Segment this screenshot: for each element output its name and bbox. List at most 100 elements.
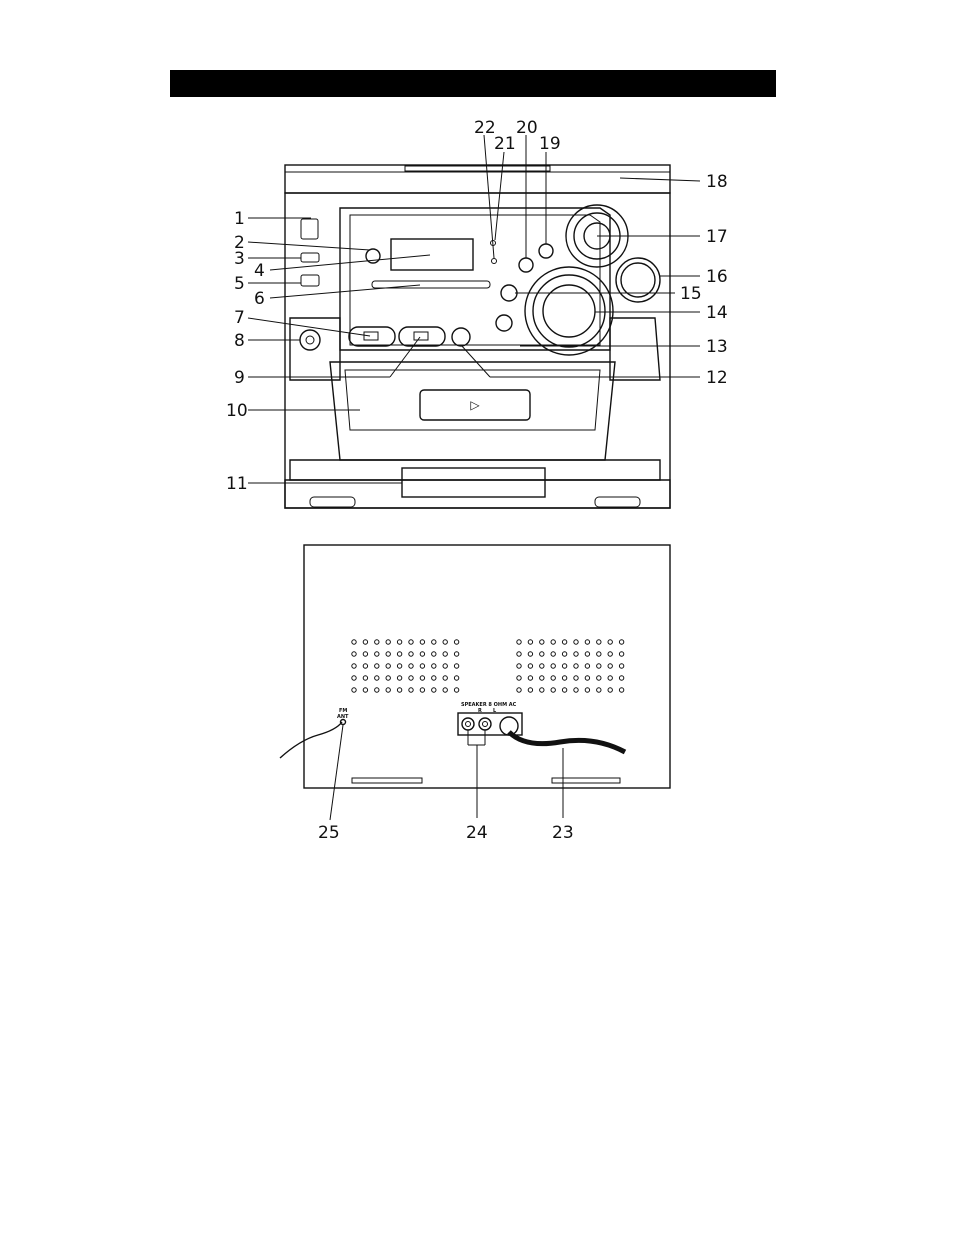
vent-hole bbox=[374, 639, 380, 645]
vent-hole bbox=[442, 651, 448, 657]
vent-hole bbox=[419, 651, 426, 657]
vent-hole bbox=[442, 687, 448, 693]
vent-hole bbox=[442, 675, 448, 681]
vent-hole bbox=[431, 687, 437, 693]
vent-hole bbox=[351, 663, 357, 669]
vent-hole bbox=[561, 663, 568, 669]
callout-4: 4 bbox=[254, 261, 265, 281]
vent-hole bbox=[431, 663, 437, 669]
fm-label: FM bbox=[339, 708, 347, 714]
vent-hole bbox=[396, 687, 403, 693]
vent-hole bbox=[539, 651, 545, 657]
ant-label: ANT bbox=[337, 714, 349, 720]
vent-hole bbox=[453, 639, 460, 645]
speaker-l-label: L bbox=[493, 708, 497, 714]
vent-hole bbox=[431, 639, 437, 645]
vent-hole bbox=[516, 687, 522, 693]
vent-hole bbox=[573, 651, 579, 657]
callout-14: 14 bbox=[706, 303, 728, 323]
vent-hole bbox=[351, 687, 357, 693]
vent-hole bbox=[550, 639, 556, 645]
rear-callout-numbers: 25 24 23 bbox=[318, 823, 574, 843]
vent-hole bbox=[618, 651, 625, 657]
callout-17: 17 bbox=[706, 227, 728, 247]
vent-hole bbox=[527, 663, 534, 669]
vent-hole bbox=[385, 639, 391, 645]
vent-hole bbox=[385, 675, 391, 681]
vent-hole bbox=[516, 639, 522, 645]
vent-hole bbox=[573, 663, 579, 669]
callout-8: 8 bbox=[234, 331, 245, 351]
vent-hole bbox=[419, 675, 426, 681]
vent-hole bbox=[561, 675, 568, 681]
vent-hole bbox=[550, 663, 556, 669]
callout-15: 15 bbox=[680, 284, 702, 304]
vent-hole bbox=[561, 651, 568, 657]
vent-hole bbox=[385, 663, 391, 669]
vent-hole bbox=[596, 687, 602, 693]
vent-hole bbox=[516, 651, 522, 657]
speaker-label: SPEAKER 8 OHM AC bbox=[461, 702, 517, 708]
vent-hole bbox=[453, 675, 460, 681]
vent-hole bbox=[408, 675, 414, 681]
vent-hole bbox=[396, 663, 403, 669]
left-vent-grid bbox=[351, 639, 460, 693]
vent-hole bbox=[607, 663, 613, 669]
vent-hole bbox=[527, 687, 534, 693]
fm-antenna: FM ANT bbox=[279, 708, 349, 759]
vent-hole bbox=[362, 687, 369, 693]
vent-hole bbox=[596, 651, 602, 657]
vent-hole bbox=[396, 639, 403, 645]
vent-hole bbox=[362, 639, 369, 645]
vent-hole bbox=[596, 675, 602, 681]
vent-hole bbox=[351, 651, 357, 657]
vent-hole bbox=[618, 687, 625, 693]
callout-3: 3 bbox=[234, 249, 245, 269]
vent-hole bbox=[419, 663, 426, 669]
vent-hole bbox=[618, 675, 625, 681]
vent-hole bbox=[527, 651, 534, 657]
vent-hole bbox=[618, 663, 625, 669]
vent-hole bbox=[453, 651, 460, 657]
vent-hole bbox=[539, 663, 545, 669]
callout-21: 21 bbox=[494, 134, 516, 154]
vent-hole bbox=[527, 639, 534, 645]
callout-25: 25 bbox=[318, 823, 340, 843]
vent-hole bbox=[573, 675, 579, 681]
vent-hole bbox=[351, 675, 357, 681]
vent-hole bbox=[607, 651, 613, 657]
callout-7: 7 bbox=[234, 308, 245, 328]
vent-hole bbox=[550, 675, 556, 681]
vent-hole bbox=[453, 687, 460, 693]
vent-hole bbox=[408, 687, 414, 693]
callout-2: 2 bbox=[234, 233, 245, 253]
vent-hole bbox=[453, 663, 460, 669]
speaker-ac-panel: SPEAKER 8 OHM AC R L bbox=[457, 702, 627, 755]
vent-hole bbox=[607, 675, 613, 681]
speaker-r-label: R bbox=[478, 708, 482, 714]
vent-hole bbox=[561, 639, 568, 645]
vent-hole bbox=[550, 651, 556, 657]
rear-leader-lines bbox=[329, 724, 564, 821]
callout-23: 23 bbox=[552, 823, 574, 843]
callout-11: 11 bbox=[226, 474, 248, 494]
vent-hole bbox=[596, 663, 602, 669]
vent-hole bbox=[408, 663, 414, 669]
vent-hole bbox=[550, 687, 556, 693]
vent-hole bbox=[573, 639, 579, 645]
speaker-jack-l bbox=[478, 717, 492, 731]
callout-9: 9 bbox=[234, 368, 245, 388]
vent-hole bbox=[408, 651, 414, 657]
vent-hole bbox=[419, 687, 426, 693]
vent-hole bbox=[431, 651, 437, 657]
vent-hole bbox=[539, 639, 545, 645]
vent-hole bbox=[351, 639, 357, 645]
vent-hole bbox=[539, 675, 545, 681]
vent-hole bbox=[584, 687, 591, 693]
vent-hole bbox=[527, 675, 534, 681]
vent-hole bbox=[561, 687, 568, 693]
vent-hole bbox=[618, 639, 625, 645]
vent-hole bbox=[408, 639, 414, 645]
vent-hole bbox=[374, 675, 380, 681]
